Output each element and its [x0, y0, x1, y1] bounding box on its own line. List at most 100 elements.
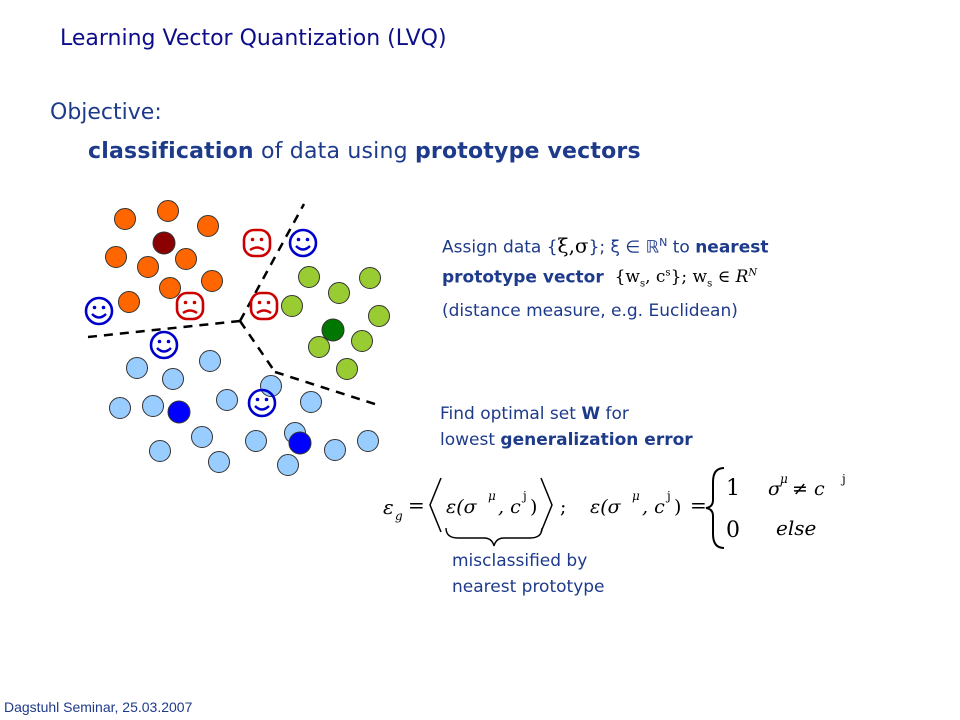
- blue-point: [149, 440, 171, 462]
- assign-line-2: prototype vector {ws, cs}; ws ∈ RN: [442, 261, 768, 298]
- prototype-vector-label: prototype vector: [442, 267, 604, 288]
- formula-equals-2: =: [690, 493, 707, 517]
- page-title: Learning Vector Quantization (LVQ): [60, 26, 447, 51]
- green-point: [328, 282, 350, 304]
- case1-neq-c: ≠ c: [792, 478, 825, 500]
- formula-semicolon: ;: [560, 496, 566, 518]
- math-w2: }; w: [670, 267, 708, 288]
- green-point: [281, 295, 303, 317]
- optimal-line-1: Find optimal set W for: [440, 401, 693, 427]
- assign-to: to: [667, 237, 696, 258]
- case1-mu: μ: [780, 472, 788, 486]
- orange-point: [201, 270, 223, 292]
- orange-point: [137, 256, 159, 278]
- assign-xi-sigma: ξ,σ: [557, 233, 589, 258]
- blue-point: [324, 439, 346, 461]
- green-point: [351, 330, 373, 352]
- blue-point: [142, 395, 164, 417]
- orange-point: [159, 277, 181, 299]
- generalization-error-formula: ε g = ε(σ μ , c j ) ; ε(σ μ , c j ) = 1 …: [383, 467, 846, 549]
- formula-close: ): [530, 496, 537, 518]
- blue-prototype: [167, 400, 191, 424]
- optimal-lowest: lowest: [440, 430, 501, 450]
- boundary-middle: [238, 320, 277, 373]
- footer-text: Dagstuhl Seminar, 25.03.2007: [4, 699, 193, 715]
- misclassified-line-1: misclassified by: [452, 551, 588, 571]
- assign-line-3: (distance measure, e.g. Euclidean): [442, 300, 738, 321]
- angle-bracket-right: [540, 477, 553, 533]
- blue-point: [191, 426, 213, 448]
- orange-point: [105, 246, 127, 268]
- smiley-face-icon: [247, 388, 277, 418]
- formula-eps-g: ε: [383, 495, 394, 519]
- assign-data-text: Assign data {ξ,σ}; ξ ∈ ℝN to nearest pro…: [442, 230, 768, 324]
- smiley-face-icon: [84, 296, 114, 326]
- objective-middle: of data using: [253, 139, 415, 164]
- formula-mu-2: μ: [632, 489, 640, 503]
- math-c-sup: s: [665, 267, 671, 279]
- formula-j-2: j: [665, 489, 671, 503]
- orange-point: [118, 291, 140, 313]
- math-w: {w: [614, 267, 640, 288]
- case1-value: 1: [726, 476, 740, 501]
- green-point: [359, 267, 381, 289]
- formula-eps-inner: ε(σ: [446, 496, 478, 518]
- optimal-W: W: [581, 404, 601, 424]
- blue-point: [199, 350, 221, 372]
- math-in-r: ∈ R: [712, 267, 749, 288]
- green-point: [308, 336, 330, 358]
- formula-eps-inner-2: ε(σ: [590, 496, 622, 518]
- optimal-prefix: Find optimal set: [440, 404, 582, 424]
- blue-point: [126, 357, 148, 379]
- sad-face-icon: [242, 228, 272, 258]
- math-c: , c: [645, 267, 666, 288]
- blue-point: [300, 391, 322, 413]
- sad-face-icon: [249, 291, 279, 321]
- prototype-set-math: {ws, cs}; ws ∈ RN: [614, 267, 758, 290]
- blue-point: [357, 430, 379, 452]
- case1-j: j: [840, 472, 846, 486]
- case0-value: 0: [726, 518, 740, 543]
- formula-equals-1: =: [408, 493, 425, 517]
- math-w2-sub: s: [707, 278, 713, 290]
- blue-point: [216, 389, 238, 411]
- cases-brace: [705, 467, 725, 549]
- misclassified-line-2: nearest prototype: [452, 577, 605, 597]
- formula-c-2: , c: [642, 496, 665, 518]
- orange-cluster: [105, 200, 223, 313]
- misclassified-label: misclassified by nearest prototype: [452, 548, 605, 600]
- smiley-face-icon: [288, 228, 318, 258]
- orange-point: [175, 248, 197, 270]
- green-prototype: [321, 318, 345, 342]
- green-cluster: [281, 266, 390, 380]
- blue-point: [208, 451, 230, 473]
- optimal-suffix: for: [600, 404, 629, 424]
- case1-sigma: σ: [768, 478, 782, 500]
- optimal-set-text: Find optimal set W for lowest generaliza…: [440, 401, 693, 453]
- smiley-face-icon: [149, 330, 179, 360]
- orange-point: [114, 208, 136, 230]
- formula-mu: μ: [488, 489, 496, 503]
- formula-j: j: [521, 489, 527, 503]
- boundary-left: [87, 319, 241, 339]
- assign-rn-sup: N: [659, 236, 668, 249]
- underbrace: [445, 527, 543, 547]
- green-point: [298, 266, 320, 288]
- case0-else: else: [776, 516, 816, 540]
- objective-text: classification of data using prototype v…: [88, 139, 641, 164]
- math-w-sub: s: [639, 278, 646, 290]
- blue-point: [109, 397, 131, 419]
- objective-label: Objective:: [50, 100, 162, 125]
- blue-point: [277, 454, 299, 476]
- optimal-generalization-error: generalization error: [500, 430, 693, 450]
- green-point: [336, 358, 358, 380]
- blue-point: [162, 368, 184, 390]
- formula-c: , c: [498, 496, 521, 518]
- blue-prototype: [288, 431, 312, 455]
- assign-xi-in-rn: }; ξ ∈ ℝ: [588, 237, 660, 258]
- formula-eps-g-sub: g: [395, 509, 403, 523]
- formula-close-2: ): [674, 496, 681, 518]
- objective-bold-classification: classification: [88, 139, 254, 164]
- blue-point: [245, 430, 267, 452]
